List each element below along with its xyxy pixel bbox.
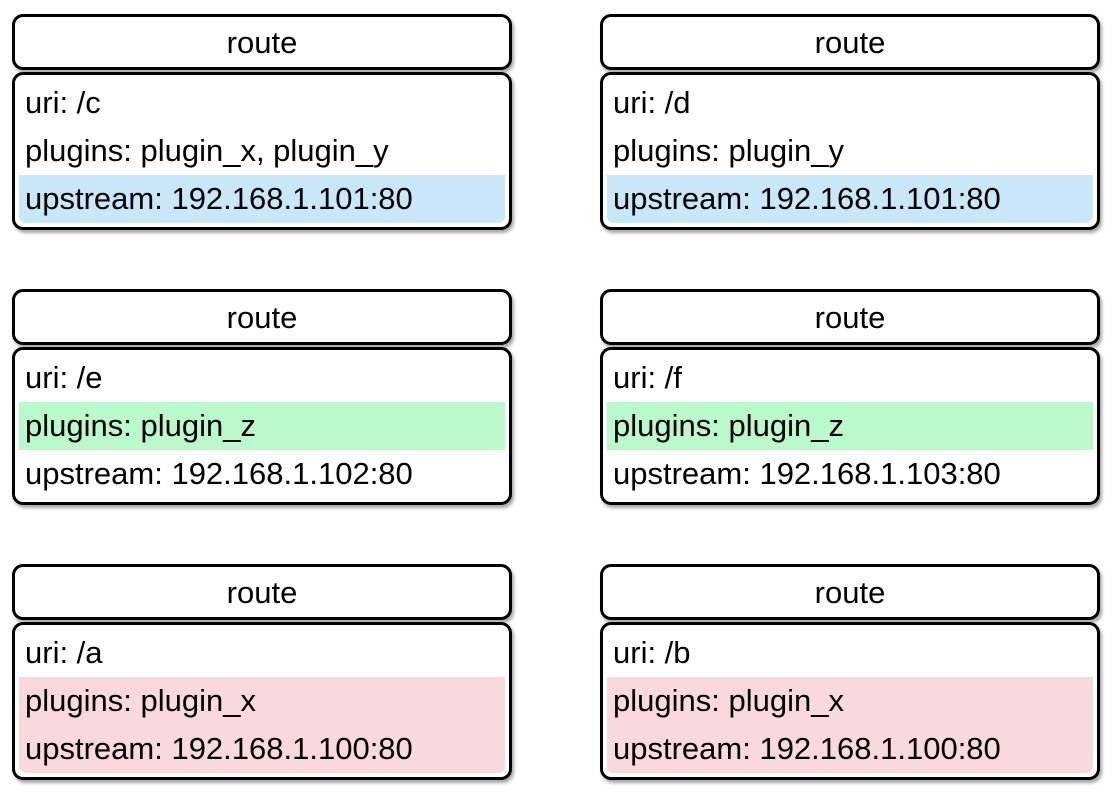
route-card: route uri: /f plugins: plugin_z upstream… [600,289,1100,505]
route-card-body: uri: /b plugins: plugin_x upstream: 192.… [600,622,1100,780]
route-upstream-row: upstream: 192.168.1.102:80 [25,456,413,491]
route-card-body: uri: /a plugins: plugin_x upstream: 192.… [12,622,512,780]
route-uri-row: uri: /b [613,635,691,670]
route-card: route uri: /b plugins: plugin_x upstream… [600,564,1100,780]
route-upstream-row: upstream: 192.168.1.100:80 [19,725,505,773]
route-uri-row: uri: /d [613,85,691,120]
route-upstream-row: upstream: 192.168.1.100:80 [607,725,1093,773]
route-card-header: route [12,14,512,70]
route-plugins-row: plugins: plugin_x [19,677,505,725]
route-diagram-grid: route uri: /c plugins: plugin_x, plugin_… [12,14,1100,780]
route-card-body: uri: /d plugins: plugin_y upstream: 192.… [600,72,1100,230]
route-uri-row: uri: /a [25,635,103,670]
route-card-title: route [226,574,298,610]
route-upstream-row: upstream: 192.168.1.101:80 [607,175,1093,223]
route-uri-row: uri: /c [25,85,101,120]
route-plugins-row: plugins: plugin_y [613,133,844,168]
route-upstream-row: upstream: 192.168.1.103:80 [613,456,1001,491]
route-card-header: route [12,289,512,345]
route-plugins-row: plugins: plugin_z [607,402,1093,450]
route-card-title: route [226,24,298,60]
route-card-header: route [600,289,1100,345]
route-card: route uri: /c plugins: plugin_x, plugin_… [12,14,512,230]
route-plugins-row: plugins: plugin_z [19,402,505,450]
route-uri-row: uri: /e [25,360,103,395]
route-upstream-row: upstream: 192.168.1.101:80 [19,175,505,223]
route-card: route uri: /a plugins: plugin_x upstream… [12,564,512,780]
route-card: route uri: /e plugins: plugin_z upstream… [12,289,512,505]
route-card-body: uri: /e plugins: plugin_z upstream: 192.… [12,347,512,505]
route-card-body: uri: /c plugins: plugin_x, plugin_y upst… [12,72,512,230]
route-card-title: route [226,299,298,335]
route-card-header: route [12,564,512,620]
route-card-header: route [600,14,1100,70]
route-uri-row: uri: /f [613,360,682,395]
route-card-title: route [814,299,886,335]
route-card-header: route [600,564,1100,620]
route-card-title: route [814,24,886,60]
route-card-body: uri: /f plugins: plugin_z upstream: 192.… [600,347,1100,505]
route-card: route uri: /d plugins: plugin_y upstream… [600,14,1100,230]
route-plugins-row: plugins: plugin_x [607,677,1093,725]
route-plugins-row: plugins: plugin_x, plugin_y [25,133,389,168]
route-card-title: route [814,574,886,610]
